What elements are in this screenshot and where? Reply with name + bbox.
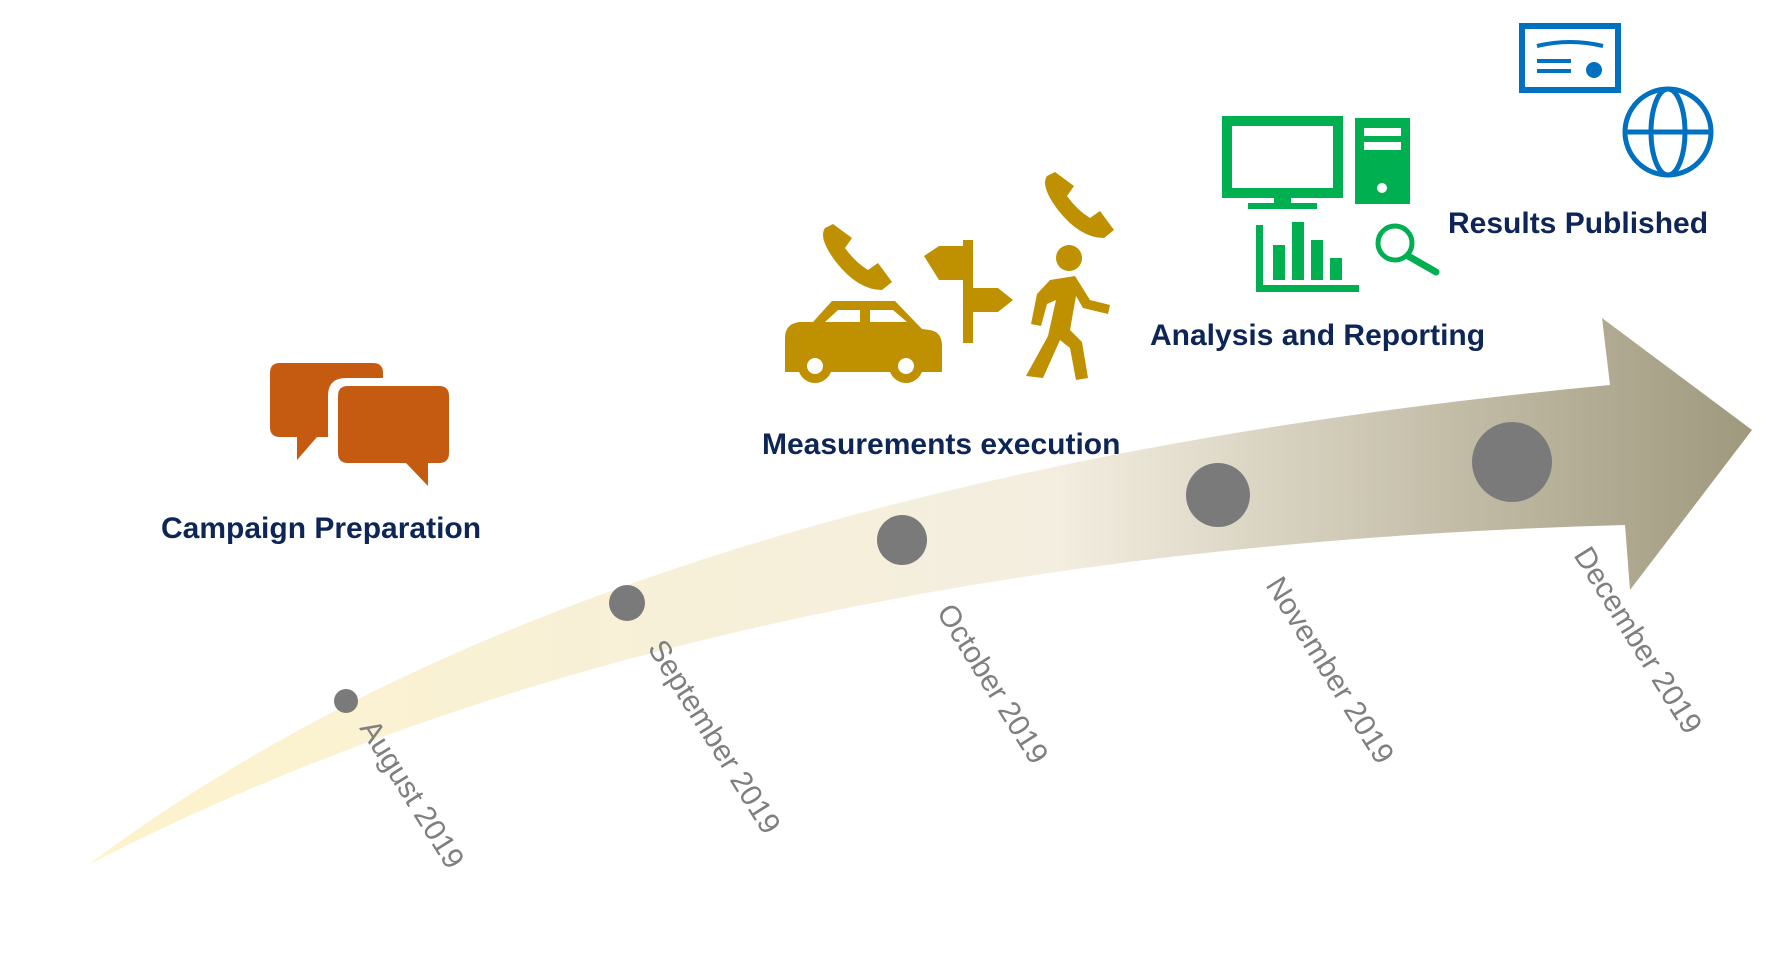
milestone-marker-september <box>609 585 645 621</box>
milestone-marker-october <box>877 515 927 565</box>
milestone-marker-november <box>1186 463 1250 527</box>
certificate-icon <box>1519 23 1621 93</box>
milestone-date-october: October 2019 <box>930 598 1054 770</box>
magnifier-icon <box>1375 223 1440 276</box>
phase-label-results: Results Published <box>1448 207 1708 240</box>
phase-label-measurements: Measurements execution <box>762 428 1120 461</box>
desktop-computer-icon <box>1222 116 1410 209</box>
milestone-marker-december <box>1472 422 1552 502</box>
milestone-date-august: August 2019 <box>353 714 470 874</box>
signpost-icon <box>924 240 1013 343</box>
milestone-marker-august <box>334 689 358 713</box>
phone-icon-2 <box>1045 172 1114 238</box>
phase-label-preparation: Campaign Preparation <box>161 512 481 545</box>
globe-icon <box>1622 86 1714 178</box>
walking-person-icon <box>1026 245 1110 380</box>
timeline-arrow <box>88 318 1752 865</box>
car-icon <box>785 301 942 383</box>
phone-icon <box>823 224 892 290</box>
milestone-date-november: November 2019 <box>1259 571 1400 770</box>
phase-label-analysis: Analysis and Reporting <box>1150 319 1485 352</box>
milestone-dates: August 2019 September 2019 October 2019 … <box>353 541 1708 874</box>
bar-chart-icon <box>1256 222 1359 292</box>
milestone-date-september: September 2019 <box>641 634 787 840</box>
speech-bubbles-icon <box>270 363 449 486</box>
